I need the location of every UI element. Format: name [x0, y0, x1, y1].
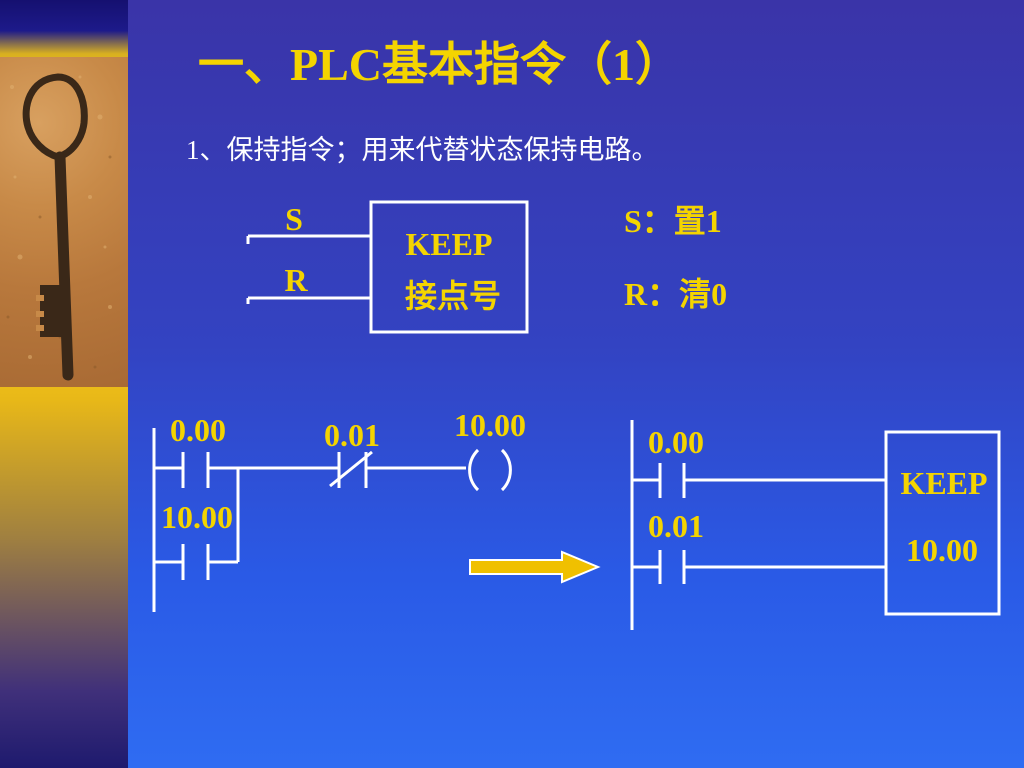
keep-block-right [884, 430, 1001, 616]
coil-label: 10.00 [454, 407, 526, 443]
keep-block-right-name: KEEP [900, 465, 987, 501]
start-contact-label: 0.00 [170, 412, 226, 448]
reset-input-label: R [284, 262, 308, 298]
legend-set: S：置1 [624, 203, 722, 239]
coil-right-arc [500, 448, 512, 492]
right-arrow-icon [469, 550, 601, 584]
keep-block-right-operand: 10.00 [906, 532, 978, 568]
hold-contact-label: 10.00 [161, 499, 233, 535]
key-photo [0, 57, 128, 387]
legend-reset: R：清0 [624, 276, 727, 312]
reset-contact-label: 0.01 [648, 508, 704, 544]
coil-left-arc [468, 448, 480, 492]
page-subtitle: 1、保持指令；用来代替状态保持电路。 [186, 135, 659, 165]
keep-block-operand: 接点号 [405, 278, 501, 314]
contact-0-01-nc-slash [329, 450, 373, 488]
page-title: 一、PLC基本指令（1） [198, 39, 681, 90]
keep-block-symbol [369, 200, 529, 334]
set-contact-label: 0.00 [648, 424, 704, 460]
set-input-label: S [285, 201, 303, 237]
keep-block-name: KEEP [405, 226, 492, 262]
stop-contact-label: 0.01 [324, 417, 380, 453]
sidebar-strip [0, 0, 128, 768]
